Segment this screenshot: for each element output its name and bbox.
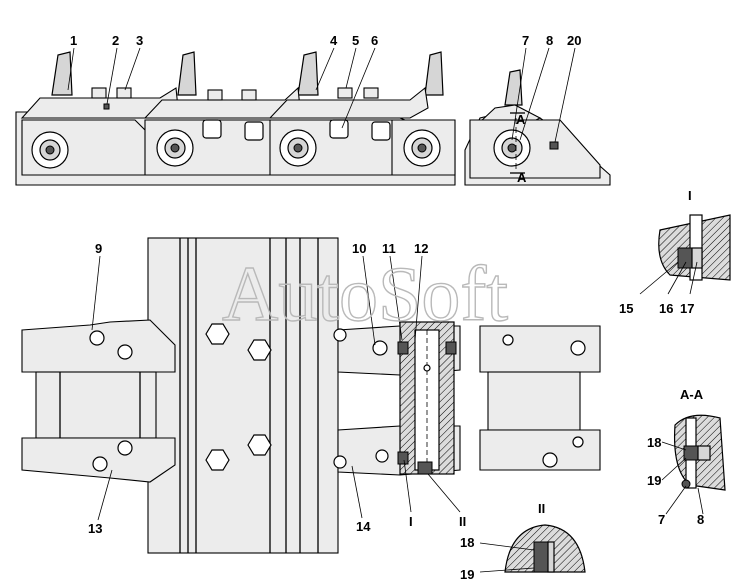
callout-8-aa: 8 — [697, 512, 704, 527]
callout-15: 15 — [619, 301, 633, 316]
callout-3: 3 — [136, 33, 143, 48]
callout-11: 11 — [382, 241, 396, 256]
roman-II-mark: II — [459, 514, 466, 529]
callout-4: 4 — [330, 33, 338, 48]
section-mark-a-top: A — [516, 112, 526, 127]
track-plan-view — [21, 237, 601, 554]
callout-9: 9 — [95, 241, 102, 256]
leaders-top — [67, 47, 576, 143]
callout-1: 1 — [70, 33, 77, 48]
detail-AA-title: A-A — [680, 387, 704, 402]
roman-I-mark: I — [409, 514, 413, 529]
watermark-text: AutoSoft — [222, 250, 508, 337]
pin-bushings — [31, 129, 531, 169]
callout-18-aa: 18 — [647, 435, 661, 450]
callout-14: 14 — [356, 519, 371, 534]
callout-17: 17 — [680, 301, 694, 316]
callout-12: 12 — [414, 241, 428, 256]
detail-II-title: II — [538, 501, 545, 516]
callout-5: 5 — [352, 33, 359, 48]
section-mark-a-bottom: A — [517, 170, 527, 185]
callout-6: 6 — [371, 33, 378, 48]
callout-13: 13 — [88, 521, 102, 536]
detail-I — [639, 214, 731, 295]
callout-2: 2 — [112, 33, 119, 48]
callout-18-ii: 18 — [460, 535, 474, 550]
callout-7-aa: 7 — [658, 512, 665, 527]
detail-I-title: I — [688, 188, 692, 203]
track-side-view — [15, 51, 611, 186]
callout-8: 8 — [546, 33, 553, 48]
hex-bolts — [205, 323, 272, 471]
callout-16: 16 — [659, 301, 673, 316]
callout-10: 10 — [352, 241, 366, 256]
callout-20: 20 — [567, 33, 581, 48]
detail-AA — [661, 414, 726, 515]
callout-19-aa: 19 — [647, 473, 661, 488]
callout-labels: 1 2 3 4 5 6 7 8 20 A A 9 13 10 11 12 14 … — [70, 33, 704, 582]
leaders-plan — [91, 255, 461, 521]
detail-II — [479, 524, 586, 573]
top-bolts — [91, 87, 379, 101]
pin-section — [397, 321, 457, 475]
callout-7: 7 — [522, 33, 529, 48]
callout-19-ii: 19 — [460, 567, 474, 582]
